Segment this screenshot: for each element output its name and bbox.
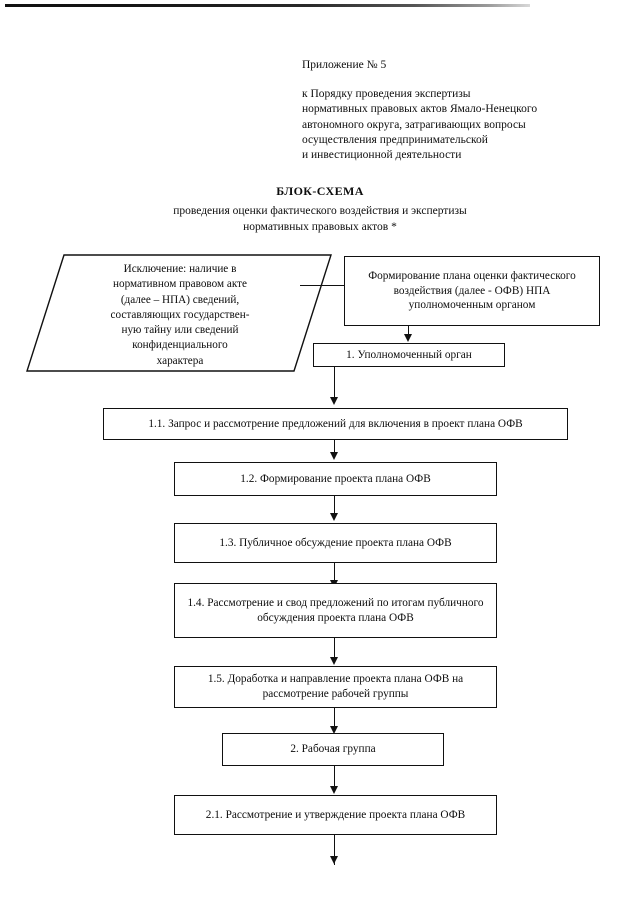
connector-exception-to-plan: [300, 285, 346, 287]
node-1-4-review-and-summary: 1.4. Рассмотрение и свод предложений по …: [174, 583, 497, 638]
connector-n21-to-next-page: [334, 835, 336, 865]
arrow-head-n2-to-n21: [330, 786, 338, 794]
node-1-1-request-proposals: 1.1. Запрос и рассмотрение предложений д…: [103, 408, 568, 440]
header-block: Приложение № 5 к Порядку проведения эксп…: [302, 58, 602, 163]
node-1-3-public-discussion: 1.3. Публичное обсуждение проекта плана …: [174, 523, 497, 563]
node-1-authorized-body: 1. Уполномоченный орган: [313, 343, 505, 367]
node-2-1-review-and-approval: 2.1. Рассмотрение и утверждение проекта …: [174, 795, 497, 835]
header-line-3: автономного округа, затрагивающих вопрос…: [302, 118, 526, 131]
connector-n11-to-n12: [334, 440, 336, 454]
connector-n13-to-n14: [334, 563, 336, 582]
page-subtitle: проведения оценки фактического воздейств…: [0, 203, 640, 235]
exception-line-5: ную тайну или сведений: [121, 324, 239, 337]
header-line-1: к Порядку проведения экспертизы: [302, 88, 471, 101]
arrow-head-n21-to-next-page: [330, 856, 338, 864]
subtitle-line-1: проведения оценки фактического воздейств…: [173, 205, 467, 217]
subtitle-line-2: нормативных правовых актов *: [243, 221, 397, 233]
header-line-5: и инвестиционной деятельности: [302, 149, 462, 162]
header-reference-text: к Порядку проведения экспертизы норматив…: [302, 87, 602, 163]
arrow-head-n12-to-n13: [330, 513, 338, 521]
connector-n15-to-n2: [334, 708, 336, 728]
connector-n12-to-n13: [334, 496, 336, 515]
connector-plan-to-n1: [408, 326, 410, 336]
arrow-head-n14-to-n15: [330, 657, 338, 665]
exception-line-2: нормативном правовом акте: [112, 278, 247, 291]
arrow-head-plan-to-n1: [404, 334, 412, 342]
arrow-head-n15-to-n2: [330, 726, 338, 734]
exception-line-3: (далее – НПА) сведений,: [120, 293, 240, 306]
connector-n1-to-n11: [334, 367, 336, 399]
node-1-5-revision-and-submission: 1.5. Доработка и направление проекта пла…: [174, 666, 497, 708]
exception-parallelogram: Исключение: наличие в нормативном правов…: [26, 254, 332, 372]
header-line-4: осуществления предпринимательской: [302, 133, 488, 146]
arrow-head-n11-to-n12: [330, 452, 338, 460]
page-title: БЛОК-СХЕМА: [276, 184, 364, 198]
connector-n2-to-n21: [334, 766, 336, 788]
arrow-head-n1-to-n11: [330, 397, 338, 405]
header-line-2: нормативных правовых актов Ямало-Ненецко…: [302, 103, 538, 116]
exception-line-1: Исключение: наличие в: [123, 263, 237, 275]
appendix-number: Приложение № 5: [302, 59, 387, 71]
node-1-2-draft-plan-formation: 1.2. Формирование проекта плана ОФВ: [174, 462, 497, 496]
connector-n14-to-n15: [334, 638, 336, 659]
scan-edge-artifact: [5, 4, 530, 7]
node-plan-formation: Формирование плана оценки фактического в…: [344, 256, 600, 326]
exception-line-4: составляющих государствен-: [110, 308, 250, 321]
exception-line-6: конфиденциального: [132, 339, 228, 352]
node-2-working-group: 2. Рабочая группа: [222, 733, 444, 766]
exception-line-7: характера: [156, 354, 204, 367]
exception-text: Исключение: наличие в нормативном правов…: [66, 262, 294, 369]
